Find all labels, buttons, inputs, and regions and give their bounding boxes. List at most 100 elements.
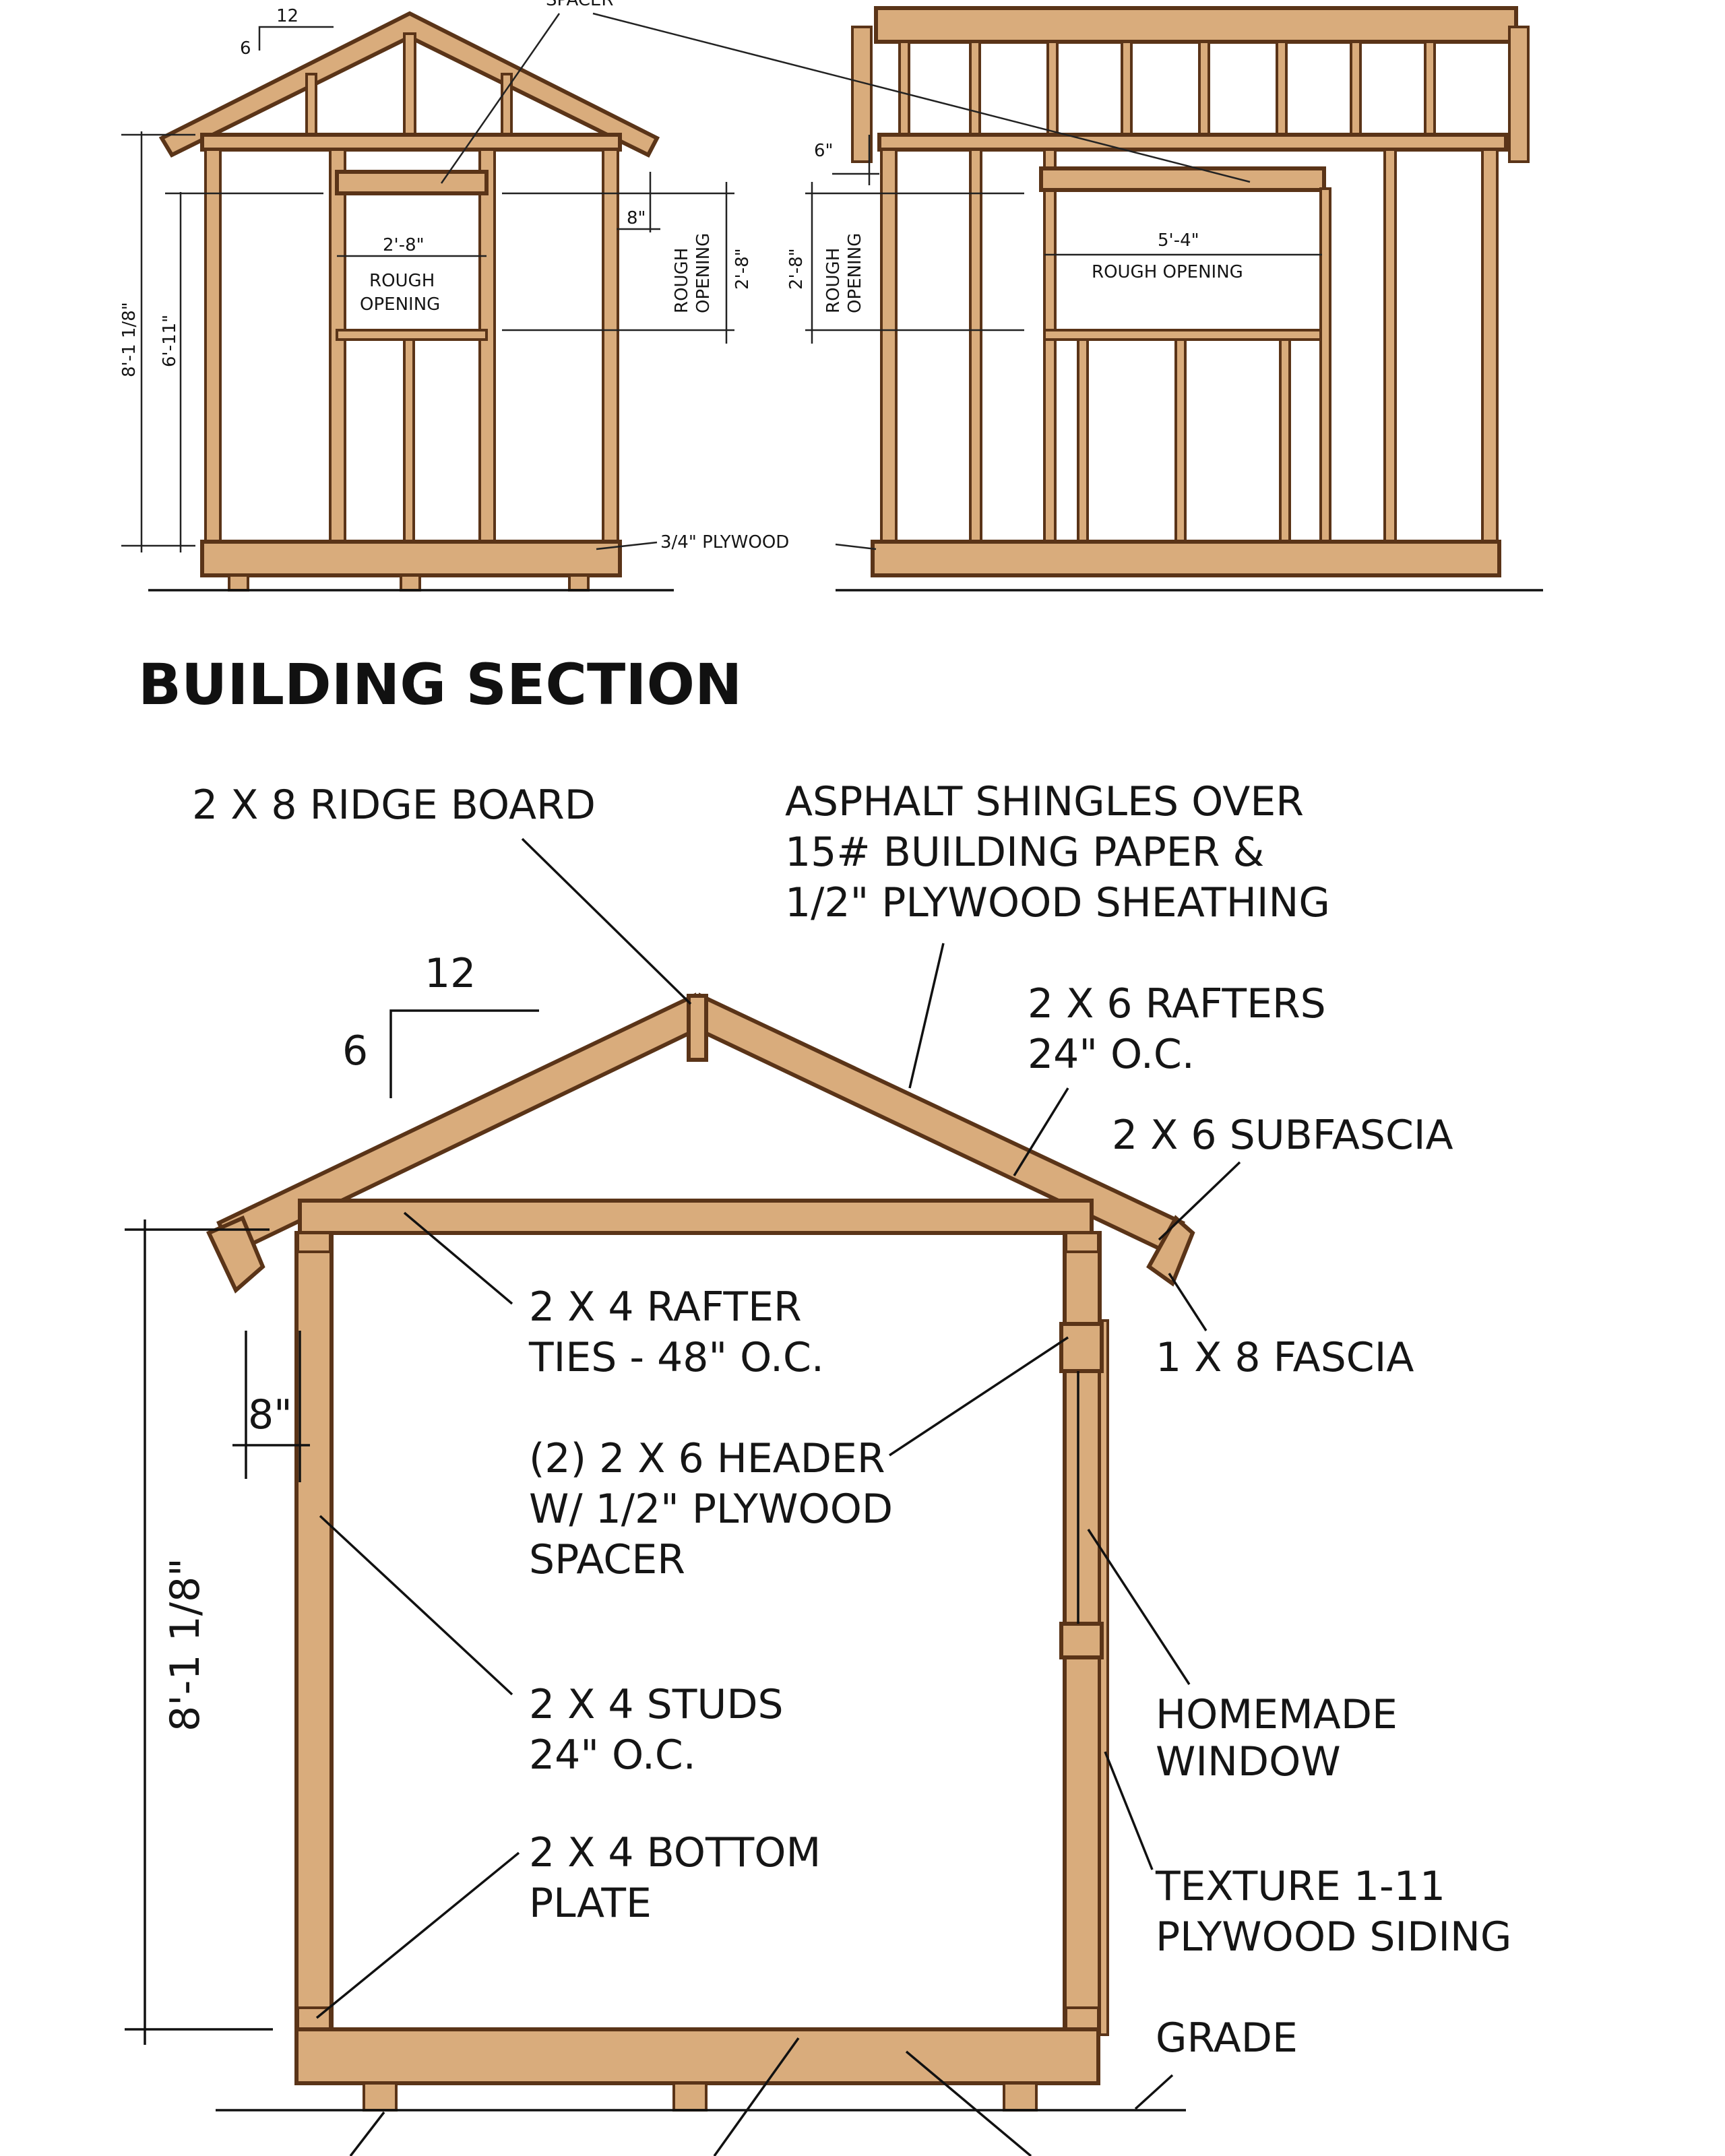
side-side-dim: 2'-8" (786, 248, 807, 290)
front-stud (602, 148, 619, 543)
left-top-plate (296, 1232, 332, 1253)
bottom-plate-label-2: PLATE (529, 1880, 652, 1927)
front-slope-run: 12 (276, 6, 299, 26)
shingles-label-3: 1/2" PLYWOOD SHEATHING (785, 879, 1330, 926)
front-slope-indicator (258, 26, 334, 51)
window-label-1: HOMEMADE (1156, 1691, 1398, 1738)
front-spacer-leader (440, 13, 561, 184)
left-wall-stud (294, 1231, 334, 2031)
front-cripple (403, 338, 415, 543)
section-slope-indicator (389, 1009, 539, 1098)
front-side-dim: 2'-8" (732, 248, 753, 290)
front-elevation: 12 6 SPACER 2'-8" ROUGH OPENING 8" ROUGH… (119, 0, 789, 592)
building-section: 12 6 2 X 8 RIDGE BOARD ASPHALT SHINGLES … (125, 778, 1511, 2156)
front-header (335, 170, 489, 195)
front-top-plate (200, 133, 622, 152)
front-gable-stud-left (305, 73, 317, 143)
shingles-leader (908, 943, 945, 1089)
right-siding (1098, 1319, 1109, 2036)
front-skid (568, 574, 590, 592)
front-stud (204, 148, 222, 543)
side-cripples (1077, 187, 1331, 543)
fascia-leader (1168, 1273, 1208, 1331)
studs-leader (319, 1515, 513, 1696)
lower-leader (905, 2050, 1032, 2156)
rafters-label-1: 2 X 6 RAFTERS (1028, 980, 1326, 1027)
front-sill (336, 329, 488, 341)
header-label-1: (2) 2 X 6 HEADER (529, 1435, 885, 1482)
front-rough-opening-1: ROUGH (369, 271, 435, 291)
side-roof-fascia (874, 6, 1518, 44)
side-elevation: 6" 2'-8" ROUGH OPENING 5'-4" ROUGH OPENI… (592, 6, 1543, 592)
front-slope-rise: 6 (240, 38, 251, 59)
ridge-board-label: 2 X 8 RIDGE BOARD (192, 782, 596, 829)
subfascia-leader (1158, 1161, 1241, 1241)
side-plywood-leader (835, 543, 877, 550)
studs-label-2: 24" O.C. (529, 1732, 696, 1779)
rafter-ties-label-2: TIES - 48" O.C. (528, 1334, 824, 1381)
front-plywood-leader (596, 541, 658, 550)
window-label-2: WINDOW (1156, 1738, 1341, 1785)
section-dim-8in: 8" (248, 1391, 292, 1438)
window-sill-block (1059, 1622, 1104, 1659)
subfascia-label: 2 X 6 SUBFASCIA (1112, 1112, 1453, 1159)
bottom-plate-label-1: 2 X 4 BOTTOM (529, 1829, 821, 1876)
front-ridge-post (403, 32, 416, 143)
section-slope-rise: 6 (342, 1027, 368, 1075)
front-stud (478, 148, 496, 543)
front-wall-height: 6'-11" (160, 315, 180, 367)
header-block (1059, 1322, 1104, 1373)
side-top-plate (877, 133, 1508, 152)
front-dim-8in: 8" (627, 208, 646, 228)
ridge-board (687, 994, 708, 1062)
fascia-label: 1 X 8 FASCIA (1156, 1334, 1414, 1381)
front-floor (200, 540, 622, 577)
side-rough-2: OPENING (845, 233, 865, 313)
studs-label-1: 2 X 4 STUDS (529, 1681, 784, 1728)
siding-label-2: PLYWOOD SIDING (1156, 1913, 1511, 1961)
front-roof (158, 11, 660, 158)
spacer-cross-leader (592, 12, 1251, 183)
rafter-ties-leader (403, 1211, 513, 1305)
siding-leader (1104, 1751, 1154, 1870)
section-overall-height: 8'-1 1/8" (162, 1558, 209, 1732)
side-floor (871, 540, 1501, 577)
rafters-label-2: 24" O.C. (1028, 1031, 1195, 1078)
skid (363, 2082, 398, 2112)
bottom-plate-leader (315, 1851, 520, 2019)
skid (672, 2082, 708, 2112)
shingles-label-2: 15# BUILDING PAPER & (785, 829, 1264, 876)
lower-leader (349, 2111, 385, 2156)
front-skid (400, 574, 421, 592)
side-rough-1: ROUGH (823, 248, 844, 313)
front-overall-height: 8'-1 1/8" (119, 302, 139, 377)
front-window-width: 2'-8" (383, 235, 425, 255)
lower-leader (713, 2037, 800, 2156)
section-slope-run: 12 (425, 950, 476, 997)
front-rough-opening-2: OPENING (360, 294, 440, 315)
shingles-label-1: ASPHALT SHINGLES OVER (785, 778, 1304, 825)
side-rough-opening: ROUGH OPENING (1092, 262, 1243, 282)
side-gable-studs (898, 40, 1436, 137)
front-plywood-label: 3/4" PLYWOOD (660, 532, 789, 552)
floor-joist (294, 2027, 1100, 2085)
rafter-tie (298, 1199, 1094, 1235)
side-header (1039, 166, 1326, 192)
front-side-rough-1: ROUGH (672, 248, 692, 313)
header-label-3: SPACER (529, 1536, 685, 1583)
rafters-leader (1013, 1087, 1069, 1176)
side-window-width: 5'-4" (1158, 230, 1199, 251)
right-fascia (1146, 1215, 1195, 1287)
side-wall-studs (880, 148, 1499, 543)
section-title: BUILDING SECTION (138, 652, 742, 718)
front-stud (329, 148, 346, 543)
grade-label: GRADE (1156, 2015, 1298, 2062)
siding-label-1: TEXTURE 1-11 (1155, 1863, 1445, 1910)
header-leader (889, 1336, 1069, 1457)
side-roof-end-right (1508, 26, 1530, 163)
header-label-2: W/ 1/2" PLYWOOD (529, 1486, 893, 1533)
side-roof-end-left (851, 26, 873, 163)
window-leader (1087, 1529, 1191, 1685)
right-top-plate (1065, 1232, 1100, 1253)
